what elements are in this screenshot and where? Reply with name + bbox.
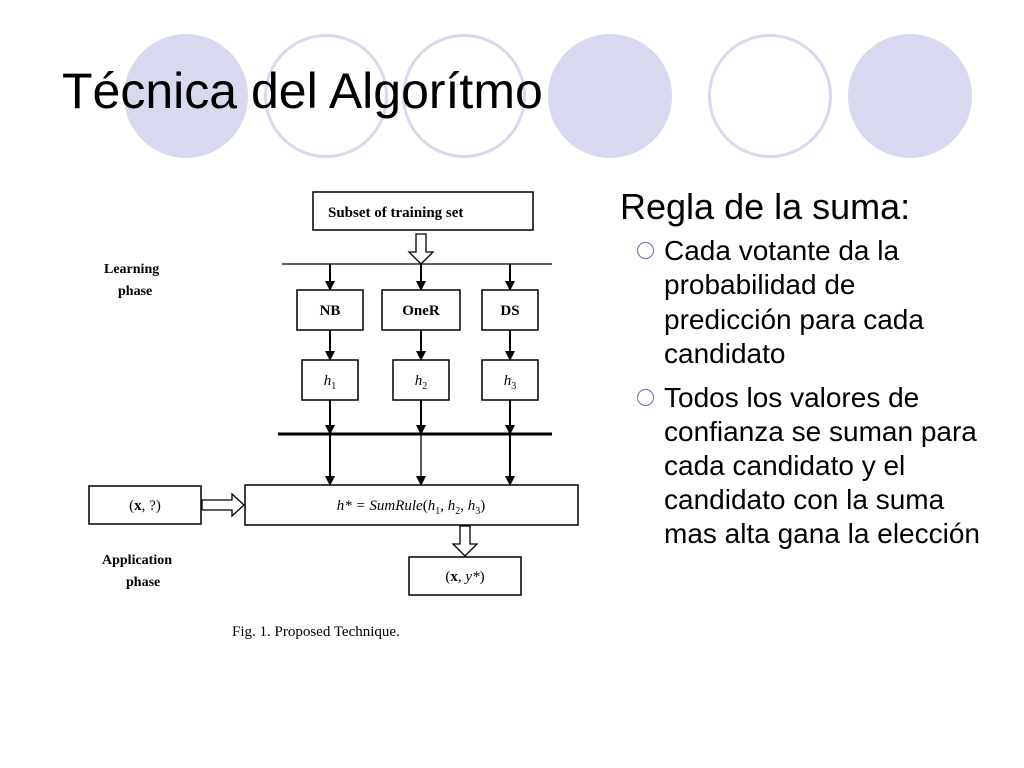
decorative-ring-3 bbox=[708, 34, 832, 158]
classifier-label-nb: NB bbox=[320, 303, 341, 319]
sum-rule-heading: Regla de la suma: bbox=[620, 186, 911, 227]
circle-bullet-icon bbox=[637, 242, 654, 260]
bullet-panel: Regla de la suma: Cada votante da la pro… bbox=[620, 185, 980, 562]
bullet-item-1: Cada votante da la probabilidad de predi… bbox=[620, 234, 980, 371]
input-box bbox=[88, 485, 202, 525]
bullet-list: Cada votante da la probabilidad de predi… bbox=[620, 234, 980, 551]
hypothesis-3-base: h bbox=[504, 373, 512, 389]
hypothesis-label-2: h2 bbox=[415, 373, 428, 392]
decorative-circle-3 bbox=[848, 34, 972, 158]
sumrule-arg-2-base: h bbox=[448, 498, 456, 514]
application-phase-line2: phase bbox=[126, 575, 160, 590]
sumrule-lhs: h* = bbox=[337, 498, 370, 514]
learning-phase-label: Learning phase bbox=[104, 262, 163, 299]
hypothesis-2-base: h bbox=[415, 373, 423, 389]
sumrule-arg-3-sub: 3 bbox=[475, 506, 480, 517]
classifier-label-ds: DS bbox=[500, 303, 519, 319]
hypothesis-label-1: h1 bbox=[324, 373, 337, 392]
hollow-arrow-input bbox=[201, 492, 245, 518]
algorithm-diagram-svg: Subset of training set Learning phase NB… bbox=[88, 191, 579, 640]
input-label-bold: x bbox=[134, 498, 142, 514]
hypothesis-1-base: h bbox=[324, 373, 332, 389]
sumrule-arg-1-base: h bbox=[428, 498, 436, 514]
application-phase-label: Application phase bbox=[102, 553, 176, 590]
bullet-text-1: Cada votante da la probabilidad de predi… bbox=[664, 235, 924, 369]
output-label-ital: y* bbox=[463, 569, 480, 585]
sumrule-fn: SumRule bbox=[369, 498, 423, 514]
sumrule-label: h* = SumRule(h1, h2, h3) bbox=[337, 498, 485, 517]
bullet-item-2: Todos los valores de confianza se suman … bbox=[620, 381, 980, 552]
decorative-ring-1 bbox=[264, 34, 388, 158]
decorative-ring-2 bbox=[402, 34, 526, 158]
learning-phase-line2: phase bbox=[118, 284, 152, 299]
classifier-box-ds bbox=[481, 289, 539, 331]
hypothesis-box-1 bbox=[301, 359, 359, 401]
input-label-pre: ( bbox=[129, 498, 134, 514]
hollow-arrow-output bbox=[451, 525, 479, 557]
application-phase-line1: Application bbox=[102, 553, 172, 568]
sumrule-box bbox=[244, 484, 579, 526]
hypothesis-box-3 bbox=[481, 359, 539, 401]
figure-caption: Fig. 1. Proposed Technique. bbox=[232, 624, 400, 640]
decorative-circle-1 bbox=[124, 34, 248, 158]
input-label-post: , ?) bbox=[142, 498, 161, 514]
hollow-arrow-subset bbox=[407, 233, 435, 265]
output-box bbox=[408, 556, 522, 596]
sumrule-arg-1-sub: 1 bbox=[435, 506, 440, 517]
sumrule-arg-3-base: h bbox=[468, 498, 476, 514]
algorithm-diagram: Subset of training set Learning phase NB… bbox=[80, 180, 580, 650]
classifier-box-oner bbox=[381, 289, 461, 331]
input-label: (x, ?) bbox=[129, 498, 161, 514]
subset-box bbox=[312, 191, 534, 231]
hypothesis-3-sub: 3 bbox=[511, 381, 516, 392]
hypothesis-2-sub: 2 bbox=[422, 381, 427, 392]
circle-bullet-icon bbox=[637, 388, 654, 406]
output-label-bold: x bbox=[450, 569, 458, 585]
sumrule-arg-2-sub: 2 bbox=[455, 506, 460, 517]
output-label-pre: ( bbox=[445, 569, 450, 585]
classifier-label-oner: OneR bbox=[402, 303, 440, 319]
bullet-text-2: Todos los valores de confianza se suman … bbox=[664, 381, 980, 550]
slide-title: Técnica del Algorítmo bbox=[62, 63, 543, 119]
output-label: (x, y*) bbox=[445, 569, 484, 585]
hypothesis-1-sub: 1 bbox=[331, 381, 336, 392]
output-label-post: ) bbox=[480, 569, 485, 585]
hypothesis-label-3: h3 bbox=[504, 373, 517, 392]
decorative-circle-2 bbox=[548, 34, 672, 158]
learning-phase-line1: Learning bbox=[104, 262, 159, 277]
output-label-mid: , bbox=[458, 569, 466, 585]
subset-label: Subset of training set bbox=[328, 205, 463, 221]
